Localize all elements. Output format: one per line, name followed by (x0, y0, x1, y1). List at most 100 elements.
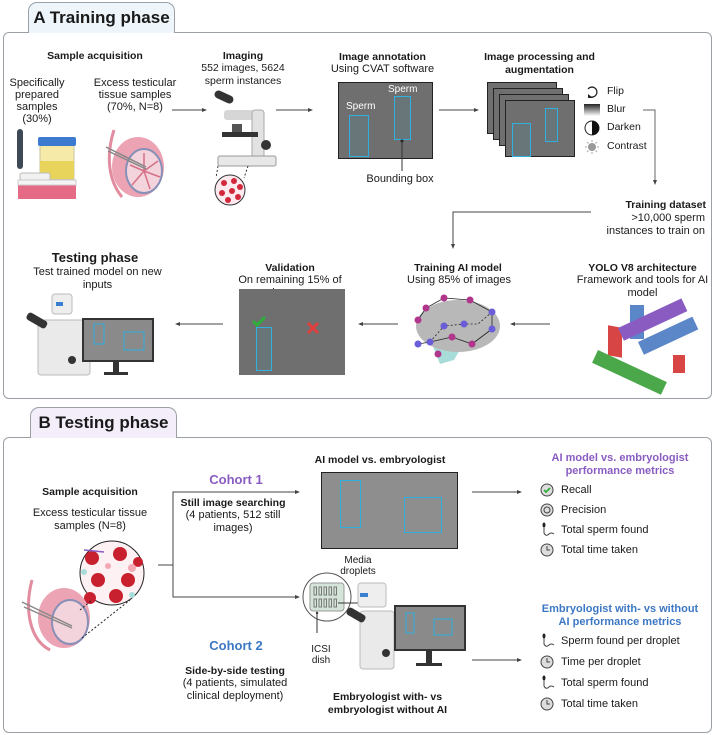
arrow-to-cohort-2-metrics (472, 658, 522, 662)
forceps-icon (105, 146, 147, 168)
media-droplets-label: Media droplets (340, 555, 376, 577)
sperm-icon (540, 633, 555, 648)
validation-title: Validation (265, 262, 315, 274)
bounding-box (404, 497, 442, 533)
contrast-label: Contrast (607, 140, 647, 152)
metric-label: Total sperm found (561, 677, 649, 689)
arrow-yolo-to-training (510, 322, 550, 326)
sperm-icon (540, 675, 555, 690)
blur-icon (584, 104, 600, 116)
darken-icon (584, 120, 600, 136)
arrow-to-validation (358, 322, 398, 326)
metric-total-time: Total time taken (540, 543, 638, 557)
embryologist-setup-illustration (302, 572, 466, 670)
bounding-box (512, 123, 531, 157)
cohort-branch-connector (158, 490, 300, 599)
clock-icon (540, 543, 554, 557)
annotated-micrograph: Sperm Sperm (338, 82, 433, 159)
excess-tissue-label: Excess testicular tissue samples (70%, N… (93, 77, 177, 113)
icsi-dish-label: ICSI dish (311, 644, 331, 666)
cohort-1-image-title: AI model vs. embryologist (314, 454, 446, 466)
testing-subtitle: Test trained model on new inputs (33, 266, 162, 291)
cohort-1-subtitle: (4 patients, 512 still images) (185, 509, 281, 534)
b-sample-acquisition-title: Sample acquisition (42, 486, 138, 498)
tab-training-phase: A Training phase (28, 2, 175, 33)
testis-illustration (105, 129, 164, 198)
metric-precision: Precision (540, 503, 606, 517)
arrow-to-processing (439, 108, 479, 112)
bounding-box (340, 480, 361, 528)
cohort-2-title: Side-by-side testing (185, 665, 285, 677)
microscope-monitor-illustration (26, 293, 154, 376)
cohort-1-label: Cohort 1 (209, 472, 263, 487)
lego-blocks-illustration (592, 298, 699, 395)
flip-icon (587, 86, 598, 98)
processing-title: Image processing and augmentation (484, 51, 595, 76)
arrow-to-testing (175, 322, 223, 326)
cohort-2-metrics-title: Embryologist with- vs without AI perform… (541, 603, 699, 628)
validation-micrograph (239, 289, 345, 375)
clock-icon (540, 655, 554, 669)
cohort-2-subtitle: (4 patients, simulated clinical deployme… (182, 677, 288, 702)
blur-label: Blur (607, 103, 626, 115)
imaging-title: Imaging (222, 50, 264, 62)
cohort-2-setup-title: Embryologist with- vs embryologist witho… (327, 691, 448, 716)
arrow-to-training (451, 211, 591, 249)
contrast-icon (585, 140, 599, 154)
cohort-1-title: Still image searching (180, 497, 286, 509)
metric-label: Total time taken (561, 698, 639, 710)
training-subtitle: Using 85% of images (407, 274, 511, 286)
sperm-label-1: Sperm (346, 101, 376, 112)
prepared-samples-label: Specifically prepared samples (30%) (9, 77, 65, 125)
cohort-1-metrics-title: AI model vs. embryologist performance me… (551, 452, 689, 477)
b-sample-acquisition-subtitle: Excess testicular tissue samples (N=8) (32, 507, 148, 532)
metric-total-time: Total time taken (540, 697, 638, 711)
bounding-box-label: Bounding box (366, 173, 434, 185)
metric-sperm-per-droplet: Sperm found per droplet (540, 633, 680, 648)
bounding-box (256, 327, 272, 371)
arrow-to-dataset (643, 109, 657, 185)
bounding-box (545, 108, 558, 142)
recall-check-icon (540, 483, 554, 497)
metric-label: Precision (561, 504, 607, 516)
sperm-label-2: Sperm (388, 84, 418, 95)
yolo-title: YOLO V8 architecture (588, 262, 697, 274)
training-title: Training AI model (414, 262, 502, 274)
sample-containers-illustration (17, 129, 77, 199)
incorrect-x-icon (306, 321, 320, 335)
arrow-to-cohort-1-metrics (472, 490, 522, 494)
flip-label: Flip (607, 85, 624, 97)
bounding-box-callout-line (400, 139, 404, 171)
annotation-title: Image annotation (339, 51, 426, 63)
testis-tissue-illustration (21, 540, 145, 652)
precision-target-icon (540, 503, 554, 517)
testing-title: Testing phase (51, 250, 139, 265)
clock-icon (540, 697, 554, 711)
cohort-1-micrograph (321, 472, 458, 549)
metric-time-per-droplet: Time per droplet (540, 655, 641, 669)
metric-total-sperm: Total sperm found (540, 675, 649, 690)
tab-testing-phase: B Testing phase (30, 407, 177, 438)
metric-recall: Recall (540, 483, 592, 497)
bounding-box-1 (349, 115, 369, 157)
metric-total-sperm: Total sperm found (540, 522, 649, 537)
arrow-to-imaging (172, 108, 207, 112)
annotation-subtitle: Using CVAT software (330, 63, 435, 75)
metric-label: Time per droplet (561, 656, 641, 668)
dataset-title: Training dataset (625, 199, 706, 211)
metric-label: Total sperm found (561, 524, 649, 536)
darken-label: Darken (607, 121, 641, 133)
metric-label: Total time taken (561, 544, 639, 556)
pipette-icon (17, 129, 23, 169)
correct-check-icon (251, 315, 267, 328)
container-lid-icon (38, 137, 76, 146)
sperm-icon (540, 522, 555, 537)
microscope-illustration (214, 90, 277, 206)
cohort-2-label: Cohort 2 (209, 638, 263, 653)
brain-network-illustration (414, 294, 500, 364)
metric-label: Sperm found per droplet (561, 635, 680, 647)
bounding-box-2 (394, 96, 411, 140)
augmented-image-stack-4 (505, 100, 575, 157)
imaging-subtitle: 552 images, 5624 sperm instances (201, 62, 285, 87)
sample-acquisition-title: Sample acquisition (47, 50, 143, 62)
